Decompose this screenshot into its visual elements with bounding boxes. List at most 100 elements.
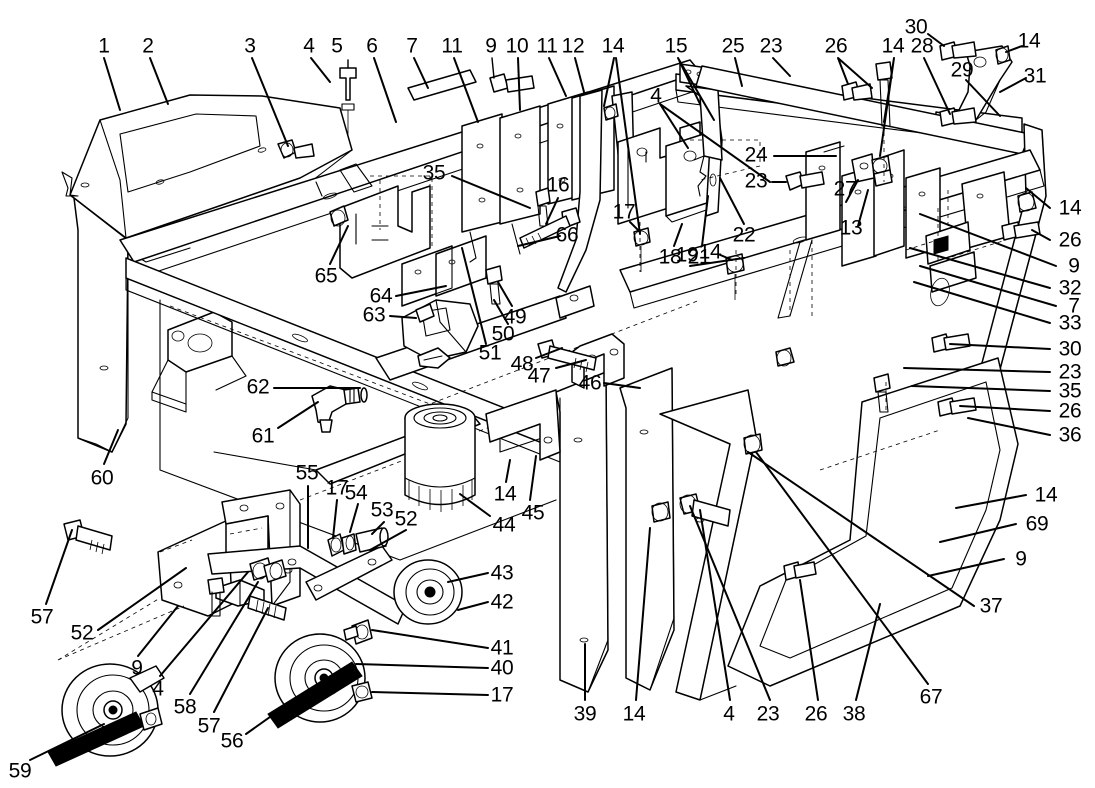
callout-14: 14	[881, 34, 905, 58]
callout-58: 58	[173, 695, 197, 719]
callout-33: 33	[1058, 311, 1082, 335]
callout-52: 52	[70, 621, 94, 645]
callout-14: 14	[622, 702, 646, 726]
callout-43: 43	[490, 561, 514, 585]
callout-29: 29	[950, 58, 974, 82]
pin-58-57	[207, 557, 287, 621]
callout-27: 27	[833, 177, 857, 201]
center-housing-18	[617, 121, 713, 225]
callout-49: 49	[503, 305, 527, 329]
callout-66: 66	[555, 223, 579, 247]
callout-4: 4	[723, 702, 735, 726]
callout-19: 19	[675, 243, 699, 267]
callout-35: 35	[422, 161, 446, 185]
callout-9: 9	[1068, 254, 1080, 278]
callout-11: 11	[536, 34, 558, 58]
callout-7: 7	[406, 34, 418, 58]
callout-30: 30	[904, 15, 928, 39]
callout-69: 69	[1025, 512, 1049, 536]
callout-64: 64	[369, 284, 393, 308]
callout-14: 14	[1017, 29, 1041, 53]
callout-60: 60	[90, 466, 114, 490]
callout-51: 51	[478, 341, 502, 365]
callout-14: 14	[601, 34, 625, 58]
callout-14: 14	[1058, 196, 1082, 220]
callout-62: 62	[246, 375, 270, 399]
right-bracket-row	[777, 141, 941, 319]
callout-17: 17	[325, 476, 349, 500]
callout-32: 32	[1058, 276, 1082, 300]
callout-23: 23	[756, 702, 780, 726]
callout-36: 36	[1058, 423, 1082, 447]
callout-67: 67	[919, 685, 943, 709]
callout-4: 4	[303, 34, 315, 58]
callout-10: 10	[505, 34, 529, 58]
callout-15: 15	[664, 34, 688, 58]
callout-52: 52	[394, 507, 418, 531]
callout-13: 13	[839, 216, 863, 240]
callout-54: 54	[344, 481, 368, 505]
callout-26: 26	[804, 702, 828, 726]
callout-12: 12	[561, 34, 585, 58]
callout-25: 25	[721, 34, 745, 58]
callout-30: 30	[1058, 337, 1082, 361]
callout-6: 6	[366, 34, 378, 58]
callout-42: 42	[490, 590, 514, 614]
callout-59: 59	[8, 759, 32, 783]
callout-23: 23	[1058, 360, 1082, 384]
callout-4: 4	[152, 677, 164, 701]
callout-3: 3	[244, 34, 256, 58]
callout-65: 65	[314, 264, 338, 288]
callout-11: 11	[441, 34, 463, 58]
callout-26: 26	[824, 34, 848, 58]
callout-14: 14	[493, 482, 517, 506]
callout-40: 40	[490, 656, 514, 680]
callout-56: 56	[220, 729, 244, 753]
callout-23: 23	[744, 169, 768, 193]
callout-9: 9	[485, 34, 497, 58]
right-lower-panel	[727, 171, 1019, 687]
callout-23: 23	[759, 34, 783, 58]
callout-21: 21	[687, 245, 711, 269]
oil-filter-44	[404, 403, 476, 512]
callout-38: 38	[842, 702, 866, 726]
callout-50: 50	[491, 322, 515, 346]
callout-31: 31	[1023, 64, 1047, 88]
callout-35: 35	[1058, 379, 1082, 403]
callout-14: 14	[1034, 483, 1058, 507]
callout-47: 47	[527, 364, 551, 388]
housing-63	[401, 299, 479, 369]
callout-5: 5	[331, 34, 343, 58]
callout-14: 14	[698, 240, 722, 264]
callout-45: 45	[521, 501, 545, 525]
callout-24: 24	[744, 143, 768, 167]
callout-39: 39	[573, 702, 597, 726]
elbow-fitting-61-62	[311, 385, 368, 433]
callout-61: 61	[251, 424, 275, 448]
callout-7: 7	[1068, 294, 1080, 318]
leader-lines	[29, 33, 1057, 761]
inner-structure	[339, 175, 487, 307]
callout-17: 17	[490, 683, 514, 707]
callout-16: 16	[546, 173, 570, 197]
callout-46: 46	[578, 371, 602, 395]
callout-9: 9	[131, 656, 143, 680]
callout-9: 9	[1015, 547, 1027, 571]
callout-57: 57	[30, 605, 54, 629]
callout-55: 55	[295, 461, 319, 485]
left-frame-panel-60	[73, 197, 247, 453]
callout-1: 1	[98, 34, 110, 58]
callout-28: 28	[910, 34, 934, 58]
callout-22: 22	[732, 223, 756, 247]
callout-26: 26	[1058, 399, 1082, 423]
callout-44: 44	[492, 513, 516, 537]
callout-53: 53	[370, 498, 394, 522]
callout-48: 48	[510, 352, 534, 376]
callout-18: 18	[658, 245, 682, 269]
callout-57: 57	[197, 714, 221, 738]
callout-17: 17	[612, 200, 636, 224]
callout-41: 41	[490, 636, 514, 660]
callout-63: 63	[362, 303, 386, 327]
